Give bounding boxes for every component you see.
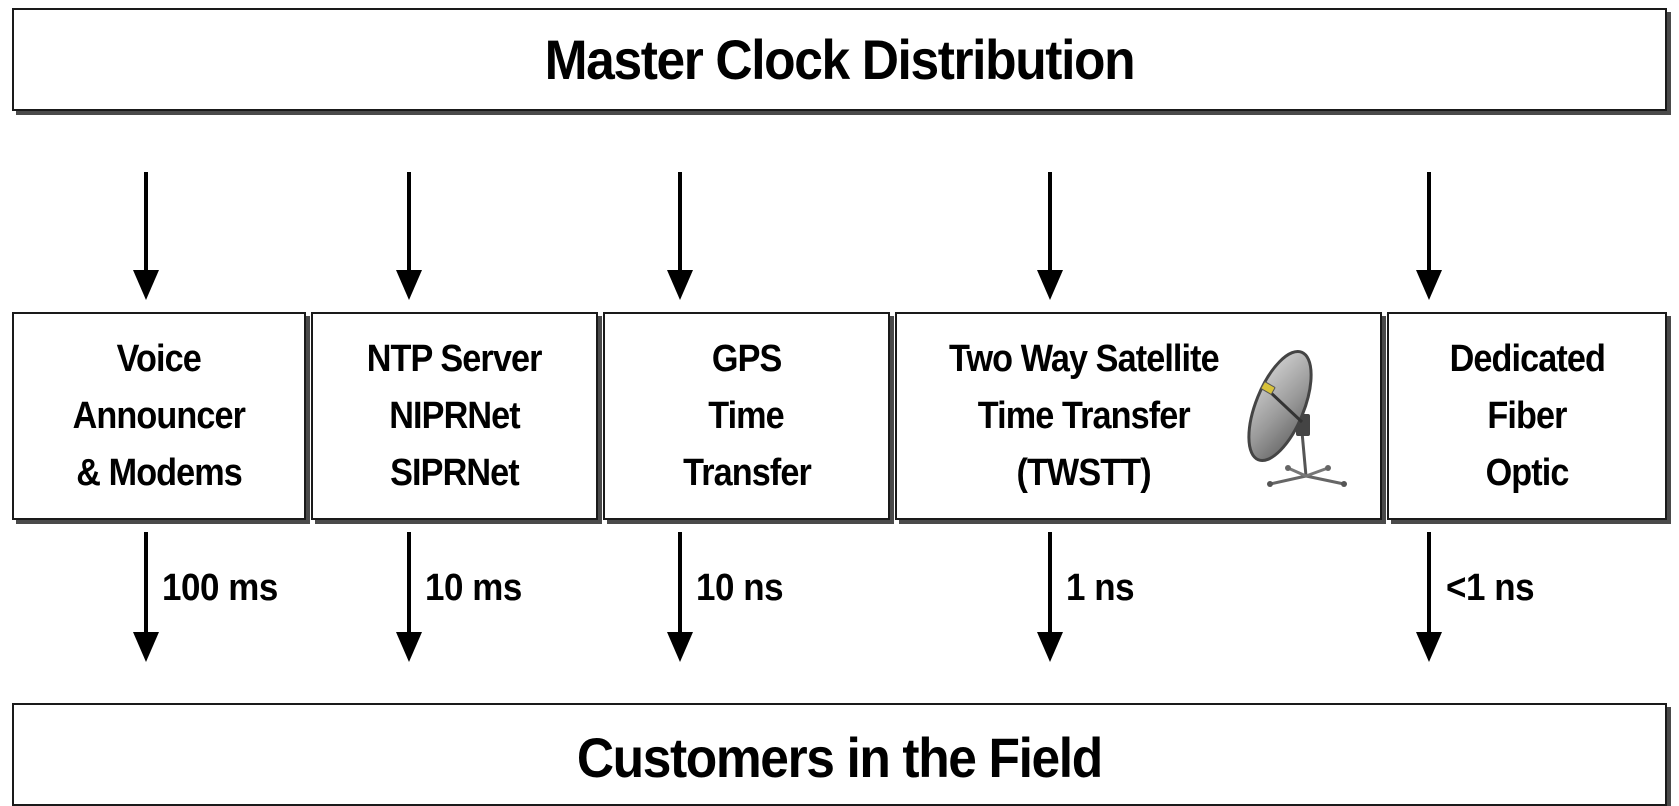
arrow-fiber-to-customers (1416, 532, 1442, 664)
accuracy-label-twstt: 1 ns (1066, 567, 1135, 609)
accuracy-label-fiber: <1 ns (1446, 567, 1535, 609)
arrow-master-to-twstt (1037, 172, 1063, 302)
method-box-twstt: Two Way Satellite Time Transfer (TWSTT) (895, 312, 1382, 520)
method-line: Time Transfer (977, 394, 1190, 437)
arrow-master-to-fiber (1416, 172, 1442, 302)
arrow-voice-to-customers (133, 532, 159, 664)
method-label: Dedicated Fiber Optic (1441, 331, 1614, 502)
master-clock-title: Master Clock Distribution (544, 28, 1136, 91)
method-label: Two Way Satellite Time Transfer (TWSTT) (934, 331, 1234, 502)
accuracy-label-voice: 100 ms (162, 567, 278, 609)
method-line: Fiber (1487, 394, 1567, 437)
arrow-twstt-to-customers (1037, 532, 1063, 664)
arrow-master-to-voice (133, 172, 159, 302)
method-label: GPS Time Transfer (676, 331, 818, 502)
method-line: Time (708, 394, 786, 437)
arrow-master-to-ntp (396, 172, 422, 302)
arrow-master-to-gps (667, 172, 693, 302)
method-line: NIPRNet (389, 394, 520, 437)
accuracy-label-gps: 10 ns (696, 567, 784, 609)
method-box-ntp-server: NTP Server NIPRNet SIPRNet (311, 312, 598, 520)
satellite-dish-icon (1247, 349, 1347, 487)
customers-banner: Customers in the Field (12, 703, 1667, 806)
master-clock-banner: Master Clock Distribution (12, 8, 1667, 111)
method-line: Optic (1485, 451, 1570, 494)
method-line: NTP Server (367, 337, 543, 380)
method-line: Two Way Satellite (948, 337, 1220, 380)
accuracy-label-ntp: 10 ms (425, 567, 522, 609)
method-box-dedicated-fiber: Dedicated Fiber Optic (1387, 312, 1667, 520)
method-line: Announcer (72, 394, 246, 437)
method-line: Dedicated (1449, 337, 1605, 380)
method-label: Voice Announcer & Modems (63, 331, 255, 502)
method-line: & Modems (76, 451, 243, 494)
arrow-ntp-to-customers (396, 532, 422, 664)
method-box-gps-time-transfer: GPS Time Transfer (603, 312, 890, 520)
method-line: (TWSTT) (1016, 451, 1151, 494)
method-label: NTP Server NIPRNet SIPRNet (357, 331, 551, 502)
method-box-voice-announcer: Voice Announcer & Modems (12, 312, 306, 520)
method-line: GPS (711, 337, 782, 380)
customers-title: Customers in the Field (576, 726, 1103, 789)
arrow-gps-to-customers (667, 532, 693, 664)
method-line: Voice (116, 337, 202, 380)
method-line: SIPRNet (390, 451, 520, 494)
method-line: Transfer (682, 451, 812, 494)
